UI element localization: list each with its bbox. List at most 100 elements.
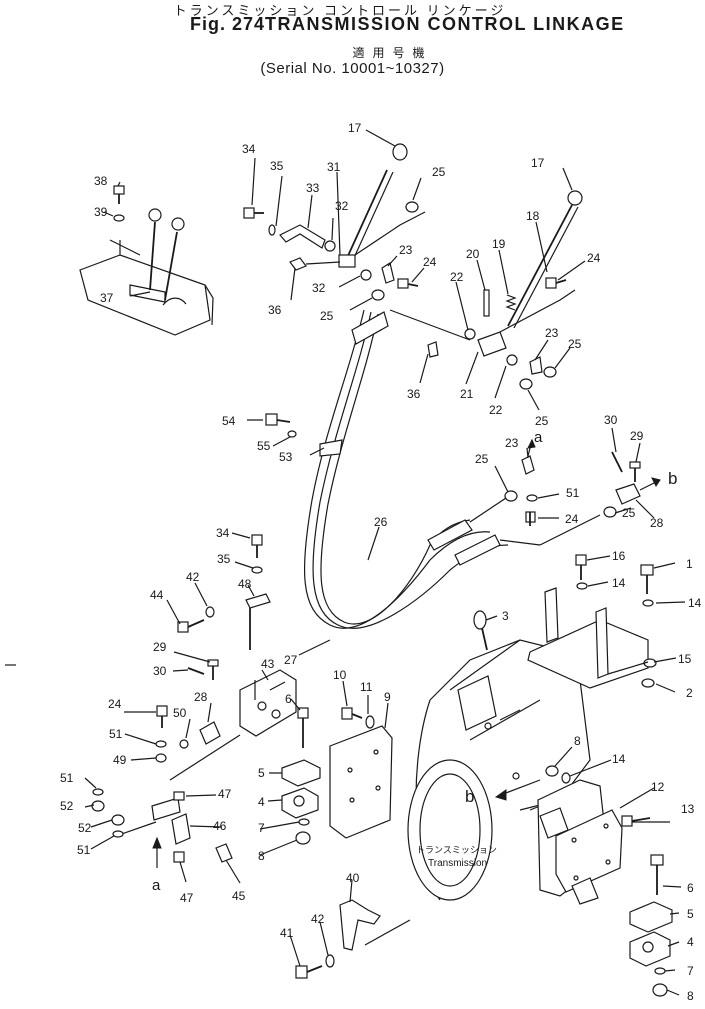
clamp-4-right: [629, 931, 671, 967]
callout-24-cable: 24: [565, 512, 579, 526]
callout-42-lower: 42: [311, 912, 325, 926]
callout-7-right: 7: [687, 964, 694, 978]
japanese-title: トランスミッション コントロール リンケージ: [173, 3, 507, 18]
callout-15: 15: [678, 652, 692, 666]
callout-30-left: 30: [153, 664, 167, 678]
callout-41: 41: [280, 926, 294, 940]
lever-31: [338, 143, 426, 268]
bushing-22-top: [464, 328, 476, 340]
washer-39: [113, 214, 125, 222]
pin-29-left: [207, 659, 219, 680]
nut-25-mid: [371, 289, 385, 301]
callout-25-cable: 25: [475, 452, 489, 466]
bolt-24-top: [397, 278, 419, 289]
callout-34-top: 34: [242, 142, 256, 156]
washer-51-b: [112, 830, 124, 838]
nut-25-lower-right: [603, 506, 617, 518]
callout-53: 53: [279, 450, 293, 464]
bolt-6-left: [297, 707, 309, 748]
washer-14-upper: [576, 582, 588, 590]
bushing-32-mid: [360, 269, 372, 281]
callout-numbers: 17 34 35 31 25 38 33 32 39 17 18 23 24 2…: [60, 121, 702, 1003]
washer-42-upper: [205, 606, 215, 618]
link-33: [279, 224, 326, 249]
callout-35-top: 35: [270, 159, 284, 173]
bolt-24-cable: [525, 511, 536, 526]
washer-42-lower: [325, 954, 335, 968]
yoke-23-right: [529, 356, 543, 375]
nut-8-left: [295, 831, 311, 845]
callout-18: 18: [526, 209, 540, 223]
bolt-44: [177, 619, 205, 633]
callout-25-lower-right: 25: [622, 506, 636, 520]
nut-25-lower: [519, 378, 533, 390]
callout-30-right: 30: [604, 413, 618, 427]
callout-39: 39: [94, 205, 108, 219]
callout-11: 11: [360, 680, 373, 694]
callout-29-right: 29: [630, 429, 644, 443]
callout-32-top: 32: [335, 199, 349, 213]
callout-51-top: 51: [566, 486, 580, 500]
knob-17-left: [392, 143, 408, 161]
bushing-47-bottom: [173, 851, 185, 863]
callout-24-top: 24: [423, 255, 437, 269]
callout-8-left: 8: [258, 849, 265, 863]
arrow-label-b-right: b: [668, 469, 677, 488]
joint-28-right: [615, 483, 641, 505]
transmission-label-jp: トランスミッション: [416, 845, 497, 855]
transmission-label: Transmission: [428, 858, 487, 869]
bushing-32-top: [324, 240, 336, 252]
callout-33: 33: [306, 181, 320, 195]
washer-2: [641, 678, 655, 688]
lever-hub: [338, 254, 356, 268]
callout-14-lower: 14: [612, 752, 626, 766]
callout-6-left: 6: [285, 692, 292, 706]
lever-46: [115, 797, 191, 845]
callout-43: 43: [261, 657, 275, 671]
pin-29-right: [629, 461, 641, 482]
callout-7-left: 7: [258, 821, 265, 835]
callout-14-upper: 14: [612, 576, 626, 590]
bolt-34-lower: [251, 534, 263, 558]
nut-50: [179, 739, 189, 749]
control-console: [79, 208, 214, 336]
callout-16: 16: [612, 549, 626, 563]
callout-22-bottom: 22: [489, 403, 503, 417]
spring-19: [505, 294, 517, 311]
callout-5-right: 5: [687, 907, 694, 921]
callout-8-mid: 8: [574, 734, 581, 748]
grease-fitting-36-right: [427, 341, 439, 358]
plate-12: [555, 809, 623, 893]
washer-35-lower: [251, 566, 263, 574]
callout-25-mid: 25: [320, 309, 334, 323]
bolt-16: [575, 554, 587, 580]
bushing-47-top: [173, 791, 185, 801]
callout-49: 49: [113, 753, 127, 767]
serial-range: (Serial No. 10001~10327): [260, 60, 445, 77]
clamp-5-left: [281, 759, 321, 787]
callout-51-left: 51: [109, 727, 123, 741]
callout-4-left: 4: [258, 795, 265, 809]
callout-47-bottom: 47: [180, 891, 194, 905]
nut-25-right: [543, 366, 557, 378]
bolt-1: [640, 564, 654, 594]
cable-end-lower: [454, 534, 501, 566]
bolt-54: [265, 413, 291, 426]
callout-34-lower: 34: [216, 526, 230, 540]
callout-28-left: 28: [194, 690, 208, 704]
callout-55: 55: [257, 439, 271, 453]
bolt-6-right: [650, 854, 664, 895]
washer-7-left: [298, 818, 310, 826]
callout-52-a: 52: [60, 799, 74, 813]
control-cables: [303, 309, 541, 629]
callout-25-lower: 25: [535, 414, 549, 428]
callout-27: 27: [284, 653, 298, 667]
yoke-23-top: [381, 262, 395, 284]
bushing-22-bottom: [506, 354, 518, 366]
callout-38: 38: [94, 174, 108, 188]
pin-30-left: [187, 667, 205, 675]
callout-2: 2: [686, 686, 693, 700]
cable-clamp-53: [319, 439, 343, 457]
pin-30-right: [611, 451, 623, 473]
